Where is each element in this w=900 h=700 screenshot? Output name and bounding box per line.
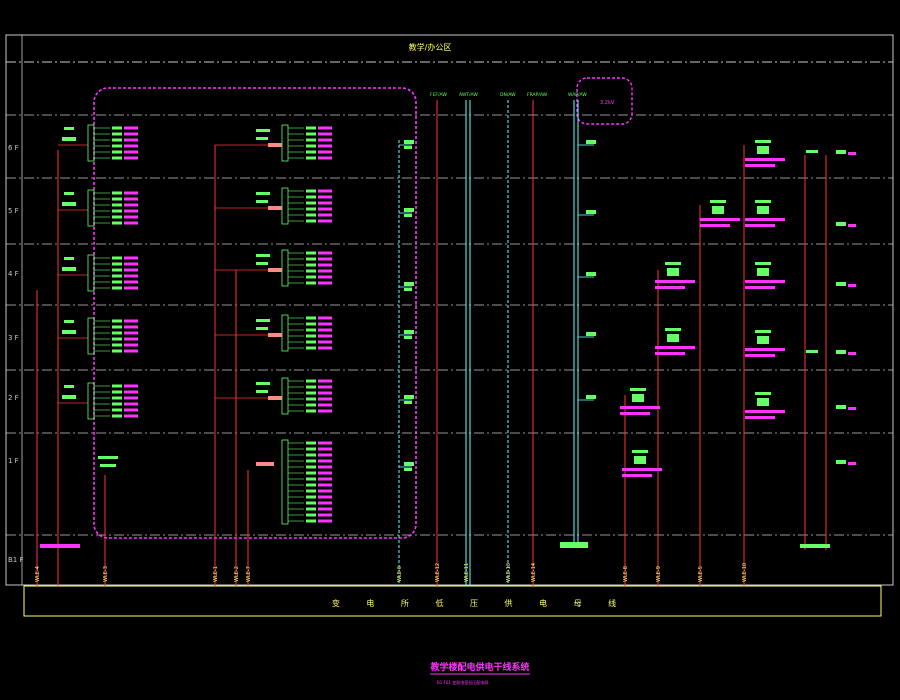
floor-label-b1f: B1 F [8,556,24,564]
floor-label-6f: 6 F [8,144,19,152]
bus-label: WLE-4 [35,566,41,582]
drawing-subtitle: B1 F01 变配电室低压配电屏 [437,679,488,685]
mid-panel-group [215,124,332,525]
bus-label: WLE-6 [397,566,403,582]
cyan-risers [398,100,579,586]
header-label: 教学/办公区 [409,42,452,52]
bus-label: WLE-1 [213,566,219,582]
floor-label-1f: 1 F [8,457,19,465]
bus-label: WLE-14 [531,563,537,582]
left-panel-group [58,124,138,467]
riser-tag: DN/AW [500,92,516,98]
riser-tag: AWT/AW [459,92,478,98]
drawing-frame [5,34,894,586]
riser-tag: FEF/AW [430,92,447,98]
bus-label: WLE-2 [234,566,240,582]
bus-label: WLE-7 [246,566,252,582]
floor-label-5f: 5 F [8,207,19,215]
note-box-label: 3.2kV [600,100,615,106]
bus-label: WLE-8 [623,566,629,582]
bottom-bus-bar [23,585,882,617]
bus-label: WLE-3 [103,566,109,582]
feeder-lines [36,100,827,586]
bus-labels: WLE-4 WLE-3 WLE-1 WLE-2 WLE-7 WLE-6 WLE-12 WLE-… [35,563,748,582]
bus-label: WLE-10 [742,563,748,582]
riser-tag: FRAP/AW [527,92,548,98]
bus-label: WLE-9 [656,566,662,582]
riser-tag: WAP/AW [568,92,587,98]
drawing-title: 教学楼配电供电干线系统 [429,661,529,673]
floor-dividers [6,114,893,536]
note-box-outline [576,77,633,125]
floor-label-2f: 2 F [8,394,19,402]
floor-label-3f: 3 F [8,334,19,342]
floor-label-4f: 4 F [8,270,19,278]
right-panel-group [40,140,856,548]
bus-label: WLE-11 [464,563,470,582]
bus-label: WLE-5 [698,566,704,582]
bus-label: WLE-12 [435,563,441,582]
bus-label: WLE-13 [506,563,512,582]
bottom-bus-label: 变 电 所 低 压 供 电 母 线 [332,598,628,608]
distribution-zone-outline [93,87,417,539]
